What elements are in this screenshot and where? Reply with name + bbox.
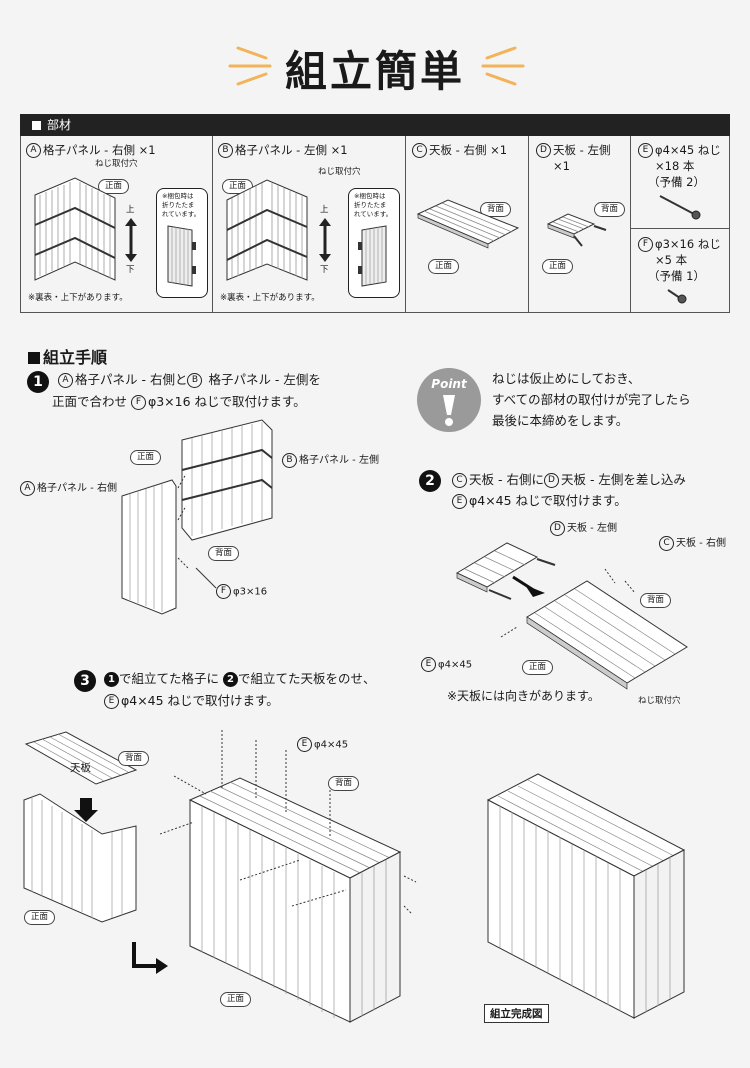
part-f-spare: （予備 1）	[648, 269, 705, 283]
assembly-heading: 組立手順	[28, 344, 107, 368]
completed-illustration	[486, 773, 686, 1019]
part-b-reverse-note: ※裏表・上下があります。	[220, 293, 320, 303]
part-a-down-label: 下	[126, 265, 135, 275]
step-3-top-label: 天板	[70, 762, 91, 774]
step-3-left-illustration	[23, 731, 138, 923]
part-b-screw-hole: ねじ取付穴	[318, 167, 361, 177]
part-b-down-label: 下	[320, 265, 329, 275]
step-3-back-tag-1: 背面	[118, 745, 150, 766]
part-d-board-illustration	[546, 213, 607, 247]
part-b-panel-illustration	[226, 179, 308, 281]
step-3-front-tag-1: 正面	[24, 904, 56, 925]
step-3-number: 3	[74, 670, 96, 692]
step-2-front-tag: 正面	[522, 654, 554, 675]
part-c-back-tag: 背面	[480, 196, 512, 217]
part-d-back-tag: 背面	[594, 196, 626, 217]
step-3-front-tag-2: 正面	[220, 986, 252, 1007]
part-d-qty: ×1	[553, 159, 570, 173]
point-line-2: すべての部材の取付けが完了したら	[492, 392, 691, 407]
completed-label: 組立完成図	[484, 1004, 549, 1023]
part-e-qty: ×18 本	[655, 159, 695, 173]
part-a-up-label: 上	[126, 205, 135, 215]
part-b-fold-note: ※梱包時は折りたたまれています。	[354, 192, 393, 218]
exclamation-icon	[443, 395, 455, 426]
long-screw-icon	[659, 195, 701, 220]
step-3-middle-illustration	[160, 730, 417, 1023]
short-screw-icon	[667, 289, 687, 304]
step-1-number: 1	[27, 371, 49, 393]
part-a-folded-panel-illustration	[167, 225, 196, 287]
accent-burst-right	[481, 46, 525, 86]
part-a-panel-illustration	[34, 177, 116, 281]
part-a-front-tag: 正面	[98, 173, 130, 194]
step-1-illustration	[121, 419, 273, 615]
part-a-reverse-note: ※裏表・上下があります。	[28, 293, 128, 303]
parts-header: 部材	[20, 114, 730, 136]
part-b-front-tag: 正面	[222, 173, 254, 194]
step-2-number: 2	[419, 470, 441, 492]
page-title: 組立簡単	[284, 47, 465, 96]
step-1-front-tag: 正面	[130, 444, 162, 465]
part-c-board-illustration	[416, 199, 520, 249]
accent-burst-left	[228, 46, 272, 86]
part-b-up-label: 上	[320, 205, 329, 215]
step-2-illustration	[455, 542, 688, 690]
step-2-note: ※天板には向きがあります。	[447, 689, 600, 703]
part-b-folded-panel-illustration	[358, 225, 387, 287]
point-line-3: 最後に本締めをします。	[492, 413, 629, 428]
step-2-back-tag: 背面	[640, 587, 672, 608]
part-d-front-tag: 正面	[542, 253, 574, 274]
part-a-fold-note: ※梱包時は折りたたまれています。	[162, 192, 201, 218]
part-f-qty: ×5 本	[655, 253, 688, 267]
up-down-arrow-icon	[125, 218, 137, 262]
step-1-back-tag: 背面	[208, 540, 240, 561]
part-e-spare: （予備 2）	[648, 175, 705, 189]
point-badge-label: Point	[431, 377, 467, 391]
up-down-arrow-icon	[319, 218, 331, 262]
part-a-screw-hole: ねじ取付穴	[95, 159, 138, 169]
point-line-1: ねじは仮止めにしておき、	[492, 371, 641, 386]
part-c-front-tag: 正面	[428, 253, 460, 274]
step-2-screw-hole: ねじ取付穴	[638, 696, 681, 706]
step-3-back-tag-2: 背面	[328, 770, 360, 791]
next-arrow-icon	[132, 942, 168, 974]
